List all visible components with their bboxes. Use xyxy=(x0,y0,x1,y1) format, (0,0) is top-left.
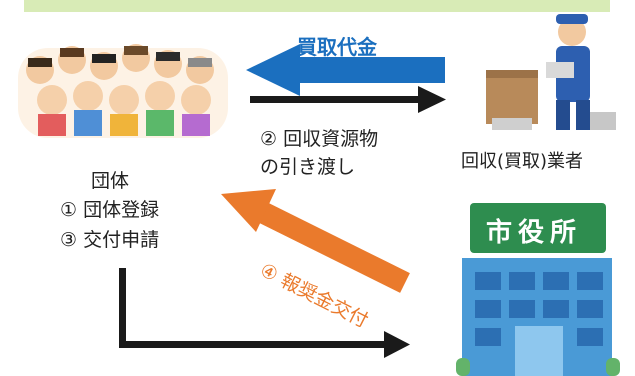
collector-label: 回収(買取)業者 xyxy=(461,151,584,172)
city-hall-sign: 市役所 xyxy=(486,218,583,248)
top-banner-band xyxy=(24,0,610,12)
step2-label-line1: ② 回収資源物 xyxy=(260,128,379,150)
buyback-payment-arrow xyxy=(246,44,445,96)
step1-label: ① 団体登録 xyxy=(60,199,160,221)
application-arrow xyxy=(119,268,410,358)
incentive-payment-arrow xyxy=(221,189,410,293)
step3-label: ③ 交付申請 xyxy=(60,229,160,251)
handover-arrow xyxy=(250,86,446,113)
buyback-payment-label: 買取代金 xyxy=(297,35,377,59)
group-title: 団体 xyxy=(91,170,130,192)
city-hall-illustration xyxy=(456,203,620,376)
collector-illustration xyxy=(486,14,616,130)
crowd-illustration xyxy=(18,44,228,138)
step2-label-line2: の引き渡し xyxy=(260,156,356,178)
